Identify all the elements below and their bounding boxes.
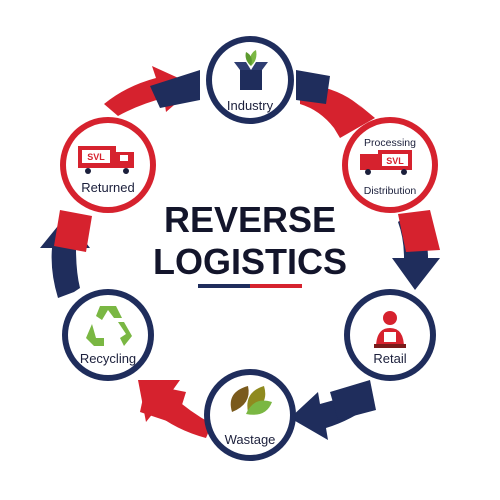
node-processing-label-bottom: Distribution bbox=[364, 185, 417, 197]
recycle-icon bbox=[86, 306, 132, 346]
box-with-leaf-icon bbox=[234, 50, 268, 90]
truck-logo-text: SVL bbox=[386, 156, 404, 166]
title-line-1: REVERSE bbox=[164, 199, 336, 240]
node-industry: Industry bbox=[206, 36, 294, 124]
cycle-arrows bbox=[40, 66, 440, 440]
leaves-icon bbox=[230, 386, 272, 415]
node-returned: SVL Returned bbox=[60, 117, 156, 213]
retail-worker-icon bbox=[374, 311, 406, 348]
node-returned-label: Returned bbox=[81, 180, 134, 195]
svl-truck-icon: SVL bbox=[360, 150, 412, 175]
title-underline bbox=[198, 284, 302, 288]
node-retail: Retail bbox=[344, 289, 436, 381]
node-wastage-label: Wastage bbox=[225, 432, 276, 447]
svl-truck-icon: SVL bbox=[78, 146, 134, 174]
node-wastage: Wastage bbox=[204, 369, 296, 461]
node-recycling-label: Recycling bbox=[80, 351, 136, 366]
node-processing: Processing SVL Distribution bbox=[342, 117, 438, 213]
arrow-lead-top-left bbox=[150, 70, 200, 108]
arrow-lead-left bbox=[54, 210, 92, 252]
arrow-lead-bottom-left bbox=[140, 384, 186, 424]
node-processing-label-top: Processing bbox=[364, 137, 416, 149]
center-title: REVERSE LOGISTICS bbox=[153, 199, 347, 288]
arrow-lead-right bbox=[398, 210, 440, 252]
truck-logo-text: SVL bbox=[87, 152, 105, 162]
node-industry-label: Industry bbox=[227, 98, 274, 113]
title-line-2: LOGISTICS bbox=[153, 241, 347, 282]
arrow-lead-bottom-right bbox=[330, 380, 376, 420]
node-retail-label: Retail bbox=[373, 351, 406, 366]
node-recycling: Recycling bbox=[62, 289, 154, 381]
arrow-lead-top-right bbox=[296, 70, 330, 104]
